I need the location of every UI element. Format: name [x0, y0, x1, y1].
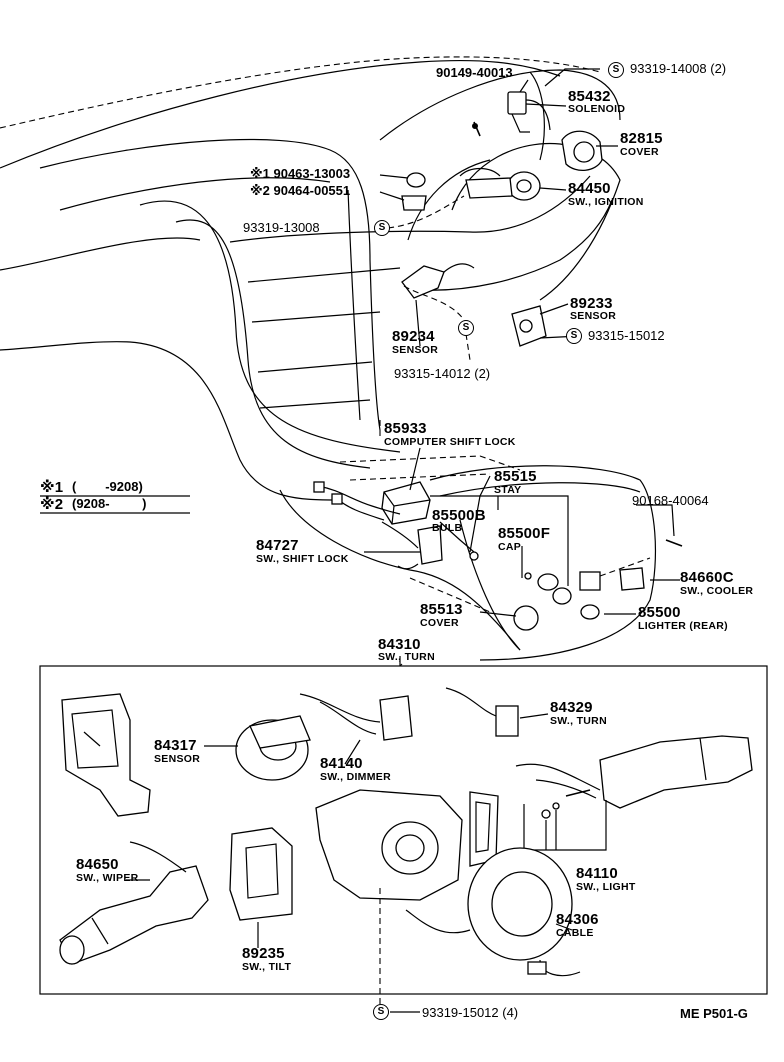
part-number-90149: 90149-40013	[436, 65, 513, 80]
part-number-85933: 85933	[384, 420, 427, 437]
part-number-85432: 85432	[568, 88, 611, 105]
part-number-84110: 84110	[576, 865, 618, 882]
turn-switch-assembly-box	[39, 665, 768, 995]
variant-part-row2: ※2 90464-00551	[250, 183, 351, 198]
part-number-85500: 85500	[638, 604, 681, 621]
part-name-84110: SW., LIGHT	[576, 881, 636, 893]
part-name-89234: SENSOR	[392, 344, 439, 356]
variant-part-row1: ※1 90463-13003	[250, 166, 351, 181]
part-number-84450: 84450	[568, 180, 611, 197]
cover-part	[561, 130, 603, 171]
screw-symbol-s1: S	[608, 62, 624, 78]
screw-symbol-s3: S	[566, 328, 582, 344]
part-name-85515: STAY	[494, 484, 522, 496]
part-number-85500b: 85500B	[432, 507, 486, 524]
part-name-85500: LIGHTER (REAR)	[638, 620, 728, 632]
part-number-85500f: 85500F	[498, 525, 551, 542]
harness-part	[313, 481, 401, 521]
part-name-84310: SW., TURN	[378, 651, 435, 663]
legend-mark-2: ※2	[40, 496, 64, 513]
legend-range-2: (9208- )	[72, 496, 147, 511]
screw-label-s1: 93319-14008 (2)	[630, 61, 727, 76]
part-number-84660c: 84660C	[680, 569, 734, 586]
part-name-89235: SW., TILT	[242, 961, 292, 973]
solenoid-part	[507, 91, 551, 133]
screw-label-s2: 93319-13008	[243, 220, 320, 235]
part-name-85933: COMPUTER SHIFT LOCK	[384, 436, 516, 448]
shift-lock-switch-part	[381, 521, 443, 570]
part-number-90168: 90168-40064	[632, 493, 709, 508]
center-console	[279, 455, 657, 661]
part-number-85515: 85515	[494, 468, 537, 485]
part-number-84329: 84329	[550, 699, 593, 716]
part-number-84310: 84310	[378, 636, 421, 653]
lower-parts	[59, 687, 753, 1008]
sensor-89234-part	[401, 263, 475, 299]
part-number-84727: 84727	[256, 537, 299, 554]
part-name-85500b: BULB	[432, 522, 463, 534]
screw-label-s4: 93315-14012 (2)	[394, 366, 491, 381]
part-name-85513: COVER	[420, 617, 459, 629]
part-name-85432: SOLENOID	[568, 103, 626, 115]
lighter-parts	[469, 539, 683, 631]
part-name-84329: SW., TURN	[550, 715, 607, 727]
part-number-89233: 89233	[570, 295, 613, 312]
lower-leaders	[126, 713, 573, 1013]
variant-part	[401, 121, 481, 211]
part-number-84306: 84306	[556, 911, 599, 928]
legend-range-1: ( -9208)	[72, 479, 143, 494]
part-name-84317: SENSOR	[154, 753, 201, 765]
legend-mark-1: ※1	[40, 479, 64, 496]
part-name-84306: CABLE	[556, 927, 594, 939]
part-name-84650: SW., WIPER	[76, 872, 139, 884]
screw-symbol-s4: S	[458, 320, 474, 336]
screw-symbol-s5: S	[373, 1004, 389, 1020]
part-number-89235: 89235	[242, 945, 285, 962]
part-name-84727: SW., SHIFT LOCK	[256, 553, 349, 565]
part-number-84317: 84317	[154, 737, 197, 754]
sensor-89233-part	[511, 305, 547, 347]
ignition-switch-part	[459, 167, 541, 201]
part-name-85500f: CAP	[498, 541, 522, 553]
dashboard-outline	[0, 56, 621, 501]
upper-leaders	[364, 68, 680, 667]
screw-label-s3: 93315-15012	[588, 328, 665, 343]
shift-lock-computer-part	[381, 481, 431, 525]
part-number-85513: 85513	[420, 601, 463, 618]
screw-label-s5: 93319-15012 (4)	[422, 1005, 519, 1020]
part-name-84450: SW., IGNITION	[568, 196, 644, 208]
part-number-84140: 84140	[320, 755, 363, 772]
screw-symbol-s2: S	[374, 220, 390, 236]
part-number-82815: 82815	[620, 130, 663, 147]
part-number-89234: 89234	[392, 328, 435, 345]
part-name-89233: SENSOR	[570, 310, 617, 322]
diagram-code: ME P501-G	[680, 1006, 748, 1021]
part-name-82815: COVER	[620, 146, 659, 158]
part-number-84650: 84650	[76, 856, 119, 873]
part-name-84660c: SW., COOLER	[680, 585, 754, 597]
part-name-84140: SW., DIMMER	[320, 771, 391, 783]
